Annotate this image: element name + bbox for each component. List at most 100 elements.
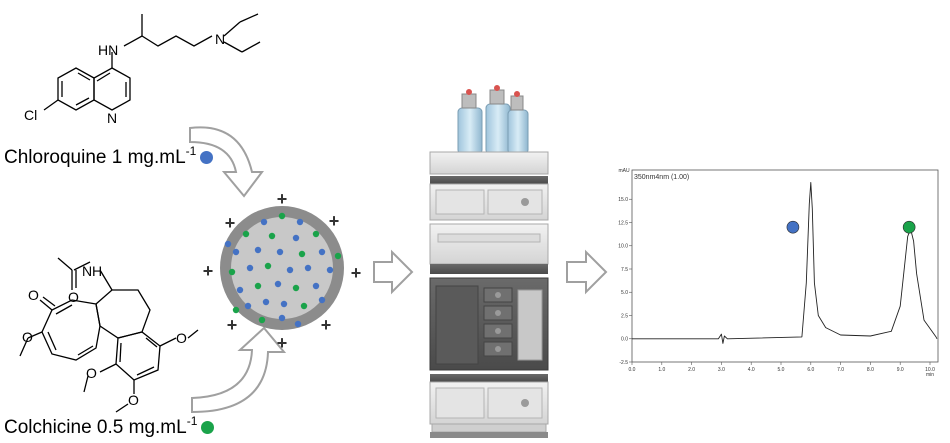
- nanoparticle-drug-dots: [224, 212, 342, 328]
- nanoparticle-surface-charges: ++++++++: [203, 189, 362, 353]
- drug-dot: [274, 280, 282, 288]
- surface-charge: +: [329, 211, 340, 231]
- drug-dot: [304, 264, 312, 272]
- chloroquine-amine-n-atom: N: [215, 31, 225, 47]
- y-tick-label: 12.5: [618, 220, 628, 226]
- x-tick-label: 7.0: [837, 367, 844, 373]
- colchicine-peak-marker: [902, 220, 916, 234]
- drug-dot: [294, 320, 302, 328]
- drug-dot: [242, 230, 250, 238]
- colchicine-methoxy-o-atom-4: O: [128, 392, 139, 408]
- y-tick-label: 2.5: [621, 313, 628, 319]
- colchicine-marker-dot: [201, 421, 215, 434]
- drug-dot: [260, 218, 268, 226]
- colchicine-amide-o-atom: O: [68, 289, 79, 305]
- drug-dot: [296, 218, 304, 226]
- colchicine-label: Colchicine 0.5 mg.mL-1: [4, 414, 215, 439]
- drug-dot: [232, 306, 240, 314]
- chloroquine-name: Chloroquine 1 mg.mL: [4, 147, 186, 168]
- y-tick-label: 10.0: [618, 244, 628, 250]
- drug-dot: [232, 248, 240, 256]
- chloroquine-unit-exponent: -1: [185, 144, 197, 158]
- chart-frame: [631, 169, 939, 363]
- colchicine-methoxy-o-atom-3: O: [86, 365, 97, 381]
- drug-dot: [246, 264, 254, 272]
- y-tick-label: 7.5: [621, 267, 628, 273]
- colchicine-unit-exponent: -1: [186, 414, 198, 428]
- colchicine-h-atom: H: [92, 263, 102, 279]
- surface-charge: +: [277, 189, 288, 209]
- x-tick-label: 9.0: [897, 367, 904, 373]
- colchicine-methoxy-o-atom-2: O: [176, 330, 187, 346]
- surface-charge: +: [203, 261, 214, 281]
- arrow-to-hplc: [373, 249, 414, 295]
- colchicine-n-atom: N: [82, 263, 92, 279]
- drug-dot: [298, 250, 306, 258]
- chloroquine-ring-n-atom: N: [107, 110, 117, 126]
- drug-dot: [318, 248, 326, 256]
- curved-arrow-top: [189, 126, 264, 198]
- x-tick-label: 5.0: [778, 367, 785, 373]
- y-tick-label: 0.0: [621, 337, 628, 343]
- drug-dot: [278, 212, 286, 220]
- drug-dot: [254, 282, 262, 290]
- chromatogram-trace: [632, 182, 938, 344]
- y-tick-label: 15.0: [618, 197, 628, 203]
- curved-arrow-bottom: [191, 326, 287, 414]
- drug-dot: [254, 246, 262, 254]
- x-unit-label: min: [926, 372, 934, 378]
- x-tick-label: 0.0: [629, 367, 636, 373]
- drug-dot: [264, 262, 272, 270]
- drug-dot: [280, 300, 288, 308]
- x-tick-label: 3.0: [718, 367, 725, 373]
- drug-dot: [312, 282, 320, 290]
- drug-dot: [244, 302, 252, 310]
- chloroquine-peak-marker: [786, 220, 800, 234]
- y-unit-label: mAU: [618, 168, 630, 174]
- chloroquine-hn-atom: HN: [98, 42, 118, 58]
- colchicine-name: Colchicine 0.5 mg.mL: [4, 417, 187, 438]
- drug-dot: [292, 284, 300, 292]
- x-tick-label: 2.0: [688, 367, 695, 373]
- hplc-instrument: [429, 85, 549, 438]
- drug-dot: [228, 268, 236, 276]
- chloroquine-marker-dot: [200, 151, 214, 164]
- surface-charge: +: [351, 263, 362, 283]
- chloroquine-cl-atom: Cl: [24, 107, 37, 123]
- drug-dot: [276, 248, 284, 256]
- drug-dot: [326, 266, 334, 274]
- y-tick-label: -2.5: [619, 360, 628, 366]
- drug-dot: [268, 232, 276, 240]
- x-tick-label: 4.0: [748, 367, 755, 373]
- drug-dot: [286, 266, 294, 274]
- arrow-to-chromatogram: [566, 249, 608, 295]
- drug-dot: [224, 240, 232, 248]
- drug-dot: [278, 314, 286, 322]
- drug-dot: [262, 298, 270, 306]
- chloroquine-structure: [43, 13, 261, 111]
- colchicine-structure: [19, 257, 199, 413]
- drug-dot: [312, 230, 320, 238]
- solvent-bottles: [457, 85, 529, 155]
- x-tick-label: 8.0: [867, 367, 874, 373]
- chromatogram-chart: 350nm4nm (1.00)mAUmin-2.50.02.55.07.510.…: [618, 168, 939, 378]
- drug-dot: [236, 286, 244, 294]
- chart-title: 350nm4nm (1.00): [634, 174, 689, 181]
- chloroquine-label: Chloroquine 1 mg.mL-1: [4, 144, 214, 169]
- surface-charge: +: [225, 213, 236, 233]
- drug-dot: [300, 302, 308, 310]
- drug-dot: [292, 234, 300, 242]
- x-tick-label: 6.0: [807, 367, 814, 373]
- x-tick-label: 10.0: [925, 367, 935, 373]
- nanoparticle: ++++++++: [203, 189, 362, 353]
- colchicine-methoxy-o-atom-1: O: [22, 329, 33, 345]
- surface-charge: +: [277, 333, 288, 353]
- x-tick-label: 1.0: [658, 367, 665, 373]
- drug-dot: [258, 316, 266, 324]
- surface-charge: +: [321, 315, 332, 335]
- y-tick-label: 5.0: [621, 290, 628, 296]
- drug-dot: [318, 296, 326, 304]
- colchicine-ketone-o-atom: O: [28, 287, 39, 303]
- drug-dot: [334, 252, 342, 260]
